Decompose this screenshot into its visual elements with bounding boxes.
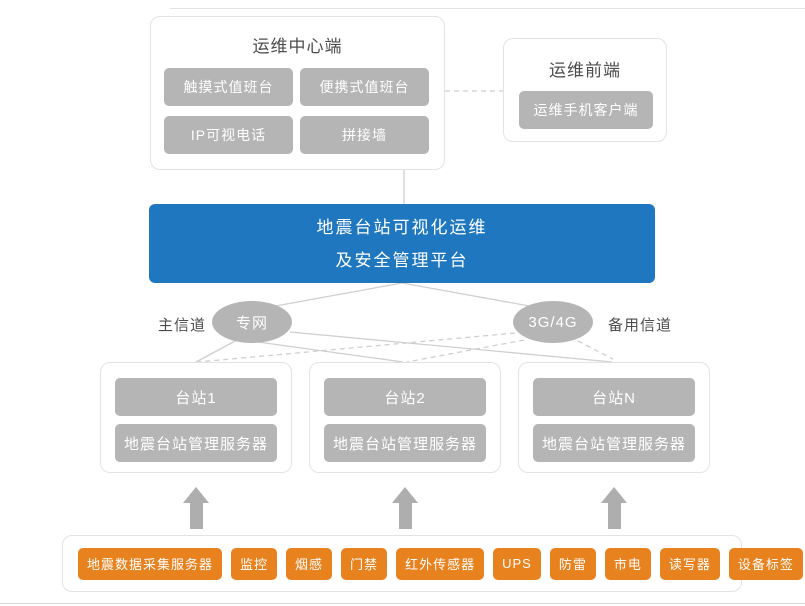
wire-primary-station1 — [195, 339, 238, 363]
device-rfid-reader: 读写器 — [659, 547, 720, 580]
up-arrow-icon — [601, 487, 627, 529]
stationN-name: 台站N — [533, 378, 695, 416]
touch-duty-console-button: 触摸式值班台 — [164, 68, 293, 106]
station1-panel: 台站1 地震台站管理服务器 — [100, 362, 292, 473]
station2-panel: 台站2 地震台站管理服务器 — [309, 362, 501, 473]
primary-channel-label: 主信道 — [158, 317, 207, 334]
top-frame-line — [170, 8, 805, 9]
stationN-panel: 台站N 地震台站管理服务器 — [518, 362, 710, 473]
device-infrared-sensor: 红外传感器 — [396, 547, 485, 580]
wire-backup-station2 — [406, 339, 525, 363]
portable-duty-console-button: 便携式值班台 — [300, 68, 429, 106]
wire-primary-station2 — [257, 341, 404, 363]
platform-box: 地震台站可视化运维 及安全管理平台 — [149, 204, 655, 283]
station2-name: 台站2 — [324, 378, 486, 416]
private-network-node: 专网 — [212, 301, 292, 343]
platform-title-line1: 地震台站可视化运维 — [316, 217, 488, 237]
device-smoke-sensor: 烟感 — [286, 547, 333, 580]
ops-frontend-panel: 运维前端 运维手机客户端 — [503, 38, 667, 142]
wire-backup-stationN — [577, 340, 614, 360]
device-seismic-data-server: 地震数据采集服务器 — [78, 547, 223, 580]
up-arrow-icon — [392, 487, 418, 529]
3g-4g-node: 3G/4G — [513, 301, 593, 343]
device-asset-tag: 设备标签 — [728, 547, 803, 580]
device-tray-panel: 地震数据采集服务器 监控 烟感 门禁 红外传感器 UPS 防雷 市电 读写器 设… — [62, 535, 803, 592]
wire-backup-station1 — [197, 332, 516, 363]
station1-server: 地震台站管理服务器 — [115, 424, 277, 462]
device-mains-power: 市电 — [604, 547, 651, 580]
mobile-client-button: 运维手机客户端 — [519, 91, 653, 129]
wire-platform-backup — [401, 282, 536, 308]
ops-frontend-title: 运维前端 — [549, 61, 621, 80]
station2-server: 地震台站管理服务器 — [324, 424, 486, 462]
wire-platform-primary — [269, 282, 403, 308]
bottom-frame-line — [0, 603, 805, 604]
station1-name: 台站1 — [115, 378, 277, 416]
wire-primary-stationN — [289, 331, 613, 363]
platform-title-line2: 及安全管理平台 — [335, 250, 469, 270]
up-arrow-icon — [183, 487, 209, 529]
ops-center-panel: 运维中心端 触摸式值班台 便携式值班台 IP可视电话 拼接墙 — [150, 16, 445, 170]
ip-video-phone-button: IP可视电话 — [164, 116, 293, 154]
ops-center-title: 运维中心端 — [252, 37, 343, 56]
device-monitoring: 监控 — [231, 547, 278, 580]
stationN-server: 地震台站管理服务器 — [533, 424, 695, 462]
device-ups: UPS — [493, 547, 541, 580]
video-wall-button: 拼接墙 — [300, 116, 429, 154]
backup-channel-label: 备用信道 — [608, 317, 673, 334]
device-lightning-protection: 防雷 — [549, 547, 596, 580]
device-access-control: 门禁 — [341, 547, 388, 580]
